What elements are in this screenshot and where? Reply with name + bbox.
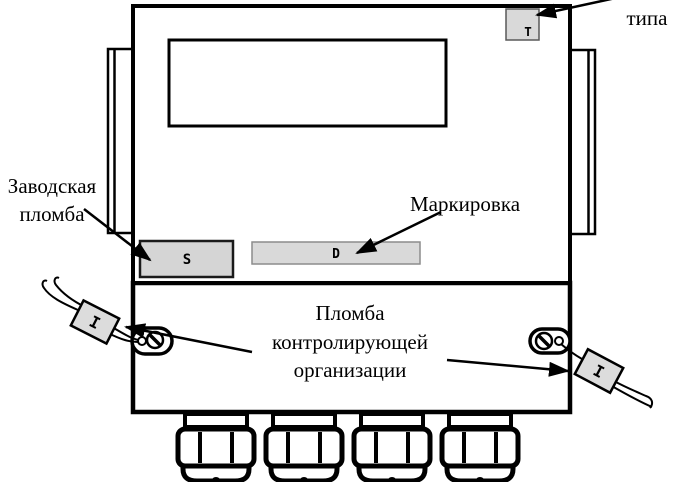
factory-seal-letter: S (183, 252, 191, 268)
type-seal-letter: T (524, 24, 532, 39)
cable-gland-1 (178, 414, 254, 482)
marking-arrow (355, 210, 442, 255)
svg-text:Заводская: Заводская (8, 174, 97, 198)
marking-plate: D (251, 241, 421, 265)
type-seal-arrow (535, 0, 613, 19)
cable-gland-2 (266, 414, 342, 482)
svg-text:Пломба: Пломба (315, 301, 385, 325)
factory-seal-arrow (83, 208, 152, 262)
type-seal-plate: T (505, 8, 540, 41)
type-seal-label: типа (627, 6, 669, 30)
marking-plate-letter: D (332, 247, 340, 262)
svg-text:организации: организации (294, 358, 407, 382)
cable-gland-4 (442, 414, 518, 482)
right-flange (567, 48, 597, 236)
factory-seal-plate: S (138, 239, 235, 279)
marking-label: Маркировка (410, 192, 521, 216)
display-window (167, 38, 448, 128)
factory-seal-label: Заводская пломба (8, 174, 97, 226)
inspection-seal-label: Пломба контролирующей организации (272, 301, 428, 382)
inspection-seal-tag-right: I (573, 347, 625, 395)
svg-text:контролирующей: контролирующей (272, 330, 428, 354)
right-seal-lug (528, 327, 572, 355)
left-flange (106, 47, 135, 235)
inspection-seal-arrow-left (124, 323, 253, 354)
svg-text:пломба: пломба (19, 202, 85, 226)
inspection-seal-tag-left: I (69, 298, 121, 346)
inspection-seal-arrow-right (446, 358, 570, 377)
cable-gland-3 (354, 414, 430, 482)
